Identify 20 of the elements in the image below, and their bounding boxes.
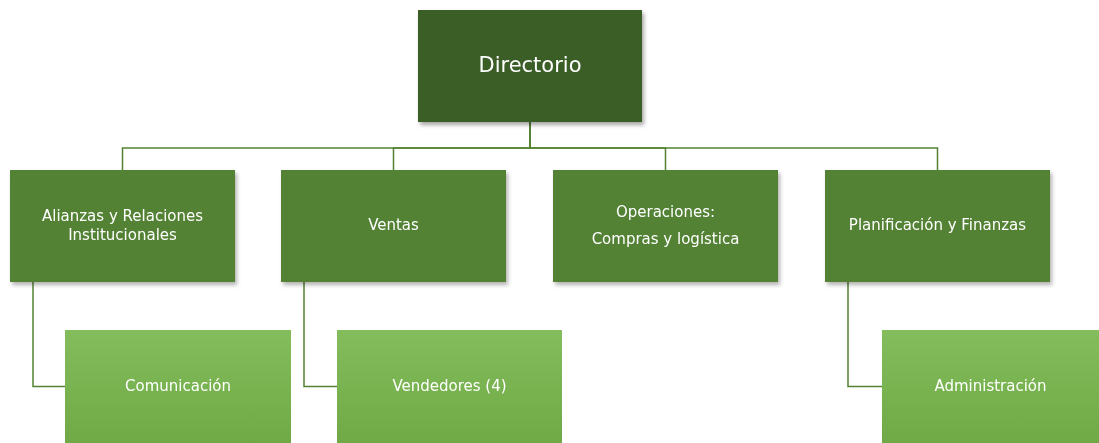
- box-label: Ventas: [368, 216, 419, 236]
- box-label: Vendedores (4): [392, 376, 507, 397]
- org-box: [281, 170, 506, 282]
- org-box: [553, 170, 778, 282]
- box-label: Compras y logística: [591, 230, 740, 250]
- org-box: [10, 170, 235, 282]
- connector-line: [847, 281, 883, 388]
- connector-line: [303, 281, 338, 388]
- box-label: Comunicación: [125, 376, 231, 397]
- org-box: [418, 10, 642, 122]
- org-box: [825, 170, 1050, 282]
- box-label: Directorio: [478, 52, 582, 80]
- box-label: Alianzas y Relaciones Institucionales: [40, 206, 205, 246]
- box-label: Operaciones:: [615, 202, 716, 222]
- org-box: [882, 330, 1099, 443]
- box-label: Planificación y Finanzas: [848, 216, 1027, 236]
- connector-line: [32, 281, 66, 388]
- org-box: [65, 330, 291, 443]
- org-box: [337, 330, 562, 443]
- box-label: Administración: [934, 376, 1047, 397]
